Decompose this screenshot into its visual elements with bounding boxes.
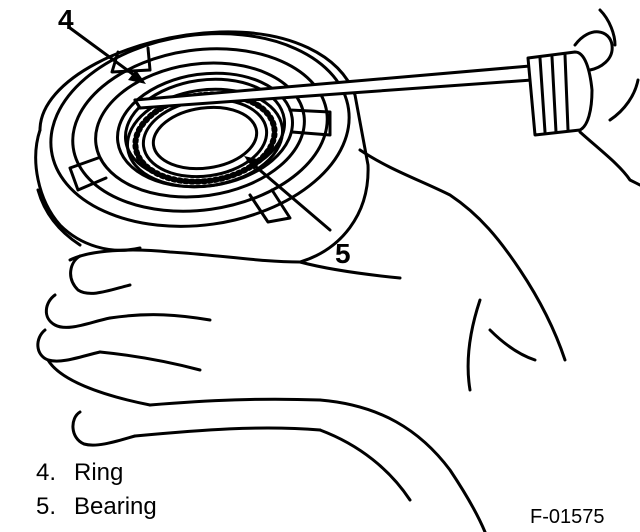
legend-item-bearing: 5. Bearing bbox=[36, 490, 157, 524]
bearing-leader-line bbox=[246, 158, 332, 232]
ring-leader-line bbox=[68, 26, 140, 80]
callout-bearing: 5 bbox=[335, 238, 351, 269]
hands bbox=[36, 8, 640, 532]
housing bbox=[34, 30, 370, 264]
legend-item-ring: 4. Ring bbox=[36, 456, 157, 490]
legend: 4. Ring 5. Bearing bbox=[36, 456, 157, 524]
bearing-leader-arrowhead bbox=[244, 156, 262, 170]
screwdriver bbox=[133, 50, 594, 137]
legend-number: 4. bbox=[36, 459, 57, 486]
ring-leader-arrowhead bbox=[128, 70, 146, 84]
legend-label: Ring bbox=[74, 459, 124, 486]
figure-id: F-01575 bbox=[530, 506, 605, 528]
legend-number: 5. bbox=[36, 493, 57, 520]
legend-label: Bearing bbox=[74, 493, 157, 520]
callout-ring: 4 bbox=[58, 4, 74, 35]
